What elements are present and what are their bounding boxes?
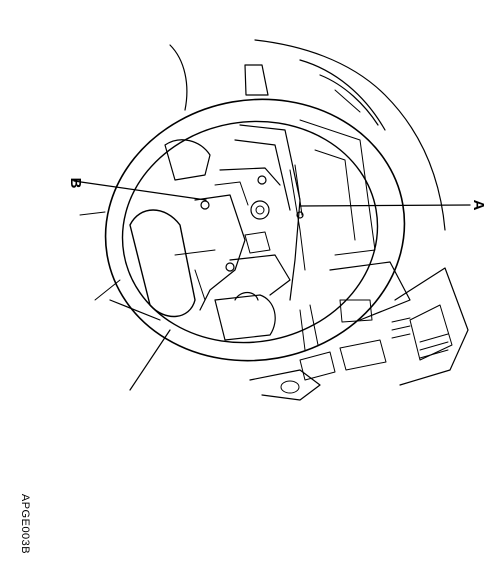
steering-column (79, 211, 171, 391)
steering-wheel-rim (104, 98, 406, 362)
hub-mechanism (129, 124, 319, 351)
callout-line-a (299, 204, 471, 207)
callout-label-b: B (67, 178, 84, 189)
dashboard-outline (169, 39, 469, 401)
callout-label-a: A (470, 200, 487, 211)
figure-code: APGE003B (19, 494, 31, 554)
callout-line-b (73, 180, 207, 201)
